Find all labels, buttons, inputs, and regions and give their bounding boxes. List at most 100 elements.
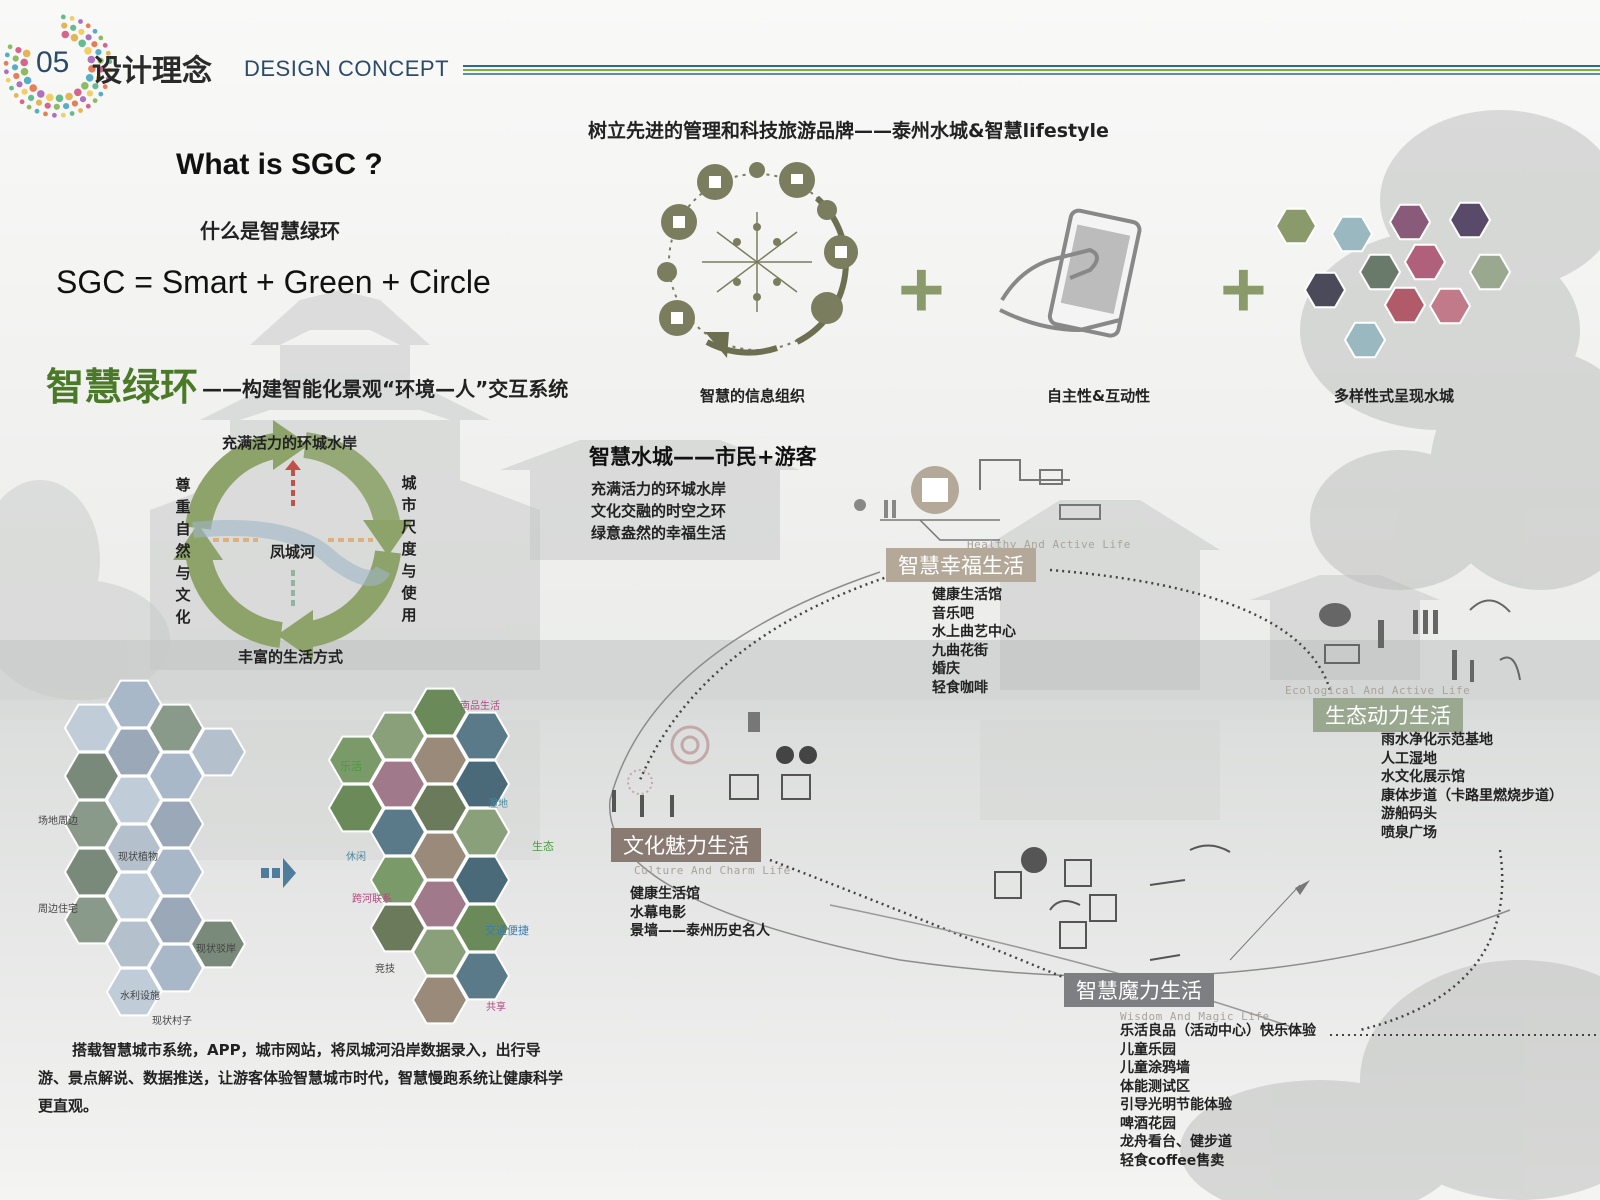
list-item: 引导光明节能体验 — [1120, 1097, 1232, 1113]
smart-city-list: 充满活力的环城水岸 文化交融的时空之环 绿意盎然的幸福生活 — [591, 478, 726, 544]
logo-dot — [11, 64, 19, 71]
eco-life-label: 生态动力生活 — [1313, 698, 1463, 732]
list-item: 婚庆 — [932, 661, 960, 677]
hex-photo — [411, 975, 469, 1025]
hex-photo — [105, 871, 163, 921]
logo-dot — [95, 49, 102, 56]
logo-dot — [16, 81, 23, 88]
hex-photo — [63, 703, 121, 753]
sgc-question: What is SGC ? — [176, 148, 383, 181]
logo-dot — [70, 33, 79, 42]
logo-dot — [37, 90, 45, 98]
hex-label: 水利设施 — [120, 991, 160, 1002]
list-item: 人工湿地 — [1381, 750, 1437, 767]
logo-dot — [43, 111, 48, 117]
hex-photo — [411, 831, 469, 881]
happy-life-en: Healthy And Active Life — [967, 538, 1131, 551]
list-item: 游船码头 — [1381, 806, 1437, 822]
eco-life-icons — [1319, 599, 1521, 682]
logo-dot — [81, 82, 89, 90]
list-item: 轻食咖啡 — [932, 679, 988, 696]
logo-dot — [69, 111, 75, 116]
culture-life-en: Culture And Charm Life — [634, 864, 791, 877]
list-item: 轻食coffee售卖 — [1120, 1152, 1225, 1169]
logo-dot — [96, 75, 103, 82]
hex-photo — [105, 775, 163, 825]
ring-center-label: 凤城河 — [270, 543, 316, 561]
hex-photo — [105, 823, 163, 873]
hex-photo — [411, 927, 469, 977]
hex-photo — [105, 679, 163, 729]
logo-dot — [78, 28, 85, 35]
plus-icon: + — [1220, 245, 1267, 334]
logo-dot — [20, 67, 29, 76]
hex-photo — [411, 735, 469, 785]
plus-icon: + — [898, 245, 945, 334]
logo-dot — [13, 93, 19, 98]
list-item: 体能测试区 — [1120, 1078, 1190, 1095]
magic-life-en: Wisdom And Magic Life — [1120, 1010, 1270, 1023]
magic-life-icons — [994, 844, 1231, 961]
logo-dot — [87, 55, 96, 64]
hex-icon — [1468, 253, 1512, 291]
culture-life-label: 文化魅力生活 — [611, 828, 761, 862]
hex-photo — [147, 847, 205, 897]
logo-dot — [13, 72, 20, 80]
logo-dot — [46, 93, 54, 102]
logo-dot — [97, 66, 104, 73]
logo-dot — [79, 96, 87, 103]
ring-left-label: 尊重自然与文化 — [175, 476, 191, 626]
logo-dot — [4, 52, 10, 58]
logo-dot — [12, 55, 19, 62]
hex-label: 休闲 — [346, 852, 366, 863]
logo-dot — [15, 47, 22, 54]
list-item: 健康生活馆 — [932, 587, 1002, 603]
logo-dot — [35, 99, 43, 106]
concept-caption-info: 智慧的信息组织 — [700, 387, 806, 405]
logo-dot — [69, 16, 75, 21]
logo-dot — [85, 34, 92, 41]
logo-dot — [70, 24, 77, 31]
sgc-equation: SGC = Smart + Green + Circle — [56, 264, 491, 300]
logo-dot — [71, 100, 78, 107]
hex-photo — [63, 799, 121, 849]
happy-life-label: 智慧幸福生活 — [886, 548, 1036, 582]
logo-dot — [98, 91, 104, 97]
logo-dot — [88, 65, 96, 73]
logo-dot — [107, 59, 113, 65]
list-item: 水上曲艺中心 — [932, 624, 1016, 640]
hex-photo — [411, 783, 469, 833]
hex-label: 竞技 — [375, 964, 395, 975]
hex-label: 湿地 — [488, 799, 508, 810]
list-item: 水幕电影 — [630, 904, 686, 921]
hex-photo — [453, 903, 511, 953]
list-item: 康体步道（卡路里燃烧步道） — [1381, 787, 1563, 804]
logo-dot — [97, 57, 104, 64]
logo-dot — [85, 74, 94, 82]
logo-dot — [5, 77, 11, 83]
green-ring-arrows — [173, 420, 413, 660]
list-item: 乐活良品（活动中心）快乐体验 — [1120, 1023, 1316, 1039]
hex-photo-grid-left — [63, 679, 247, 1017]
logo-dot — [44, 102, 51, 109]
logo-dot — [78, 39, 86, 48]
smart-city-line: 文化交融的时空之环 — [591, 502, 727, 520]
list-item: 音乐吧 — [932, 605, 974, 622]
hex-photo — [105, 967, 163, 1017]
smart-city-title: 智慧水城——市民+游客 — [589, 445, 817, 469]
dot-ring-logo — [3, 14, 113, 118]
hex-photo — [369, 903, 427, 953]
hex-label: 现状村子 — [152, 1016, 192, 1027]
smart-city-line: 充满活力的环城水岸 — [591, 480, 727, 498]
logo-dot — [26, 104, 32, 110]
eco-life-list: 雨水净化示范基地 人工湿地 水文化展示馆 康体步道（卡路里燃烧步道） 游船码头 … — [1381, 731, 1563, 842]
hex-photo — [63, 751, 121, 801]
logo-dot — [22, 49, 31, 58]
list-item: 健康生活馆 — [630, 886, 700, 902]
logo-dot — [60, 112, 66, 118]
logo-dot — [55, 94, 64, 103]
hex-photo — [105, 727, 163, 777]
logo-dot — [102, 84, 108, 90]
logo-dot — [19, 99, 25, 105]
hex-icon — [1358, 253, 1402, 291]
